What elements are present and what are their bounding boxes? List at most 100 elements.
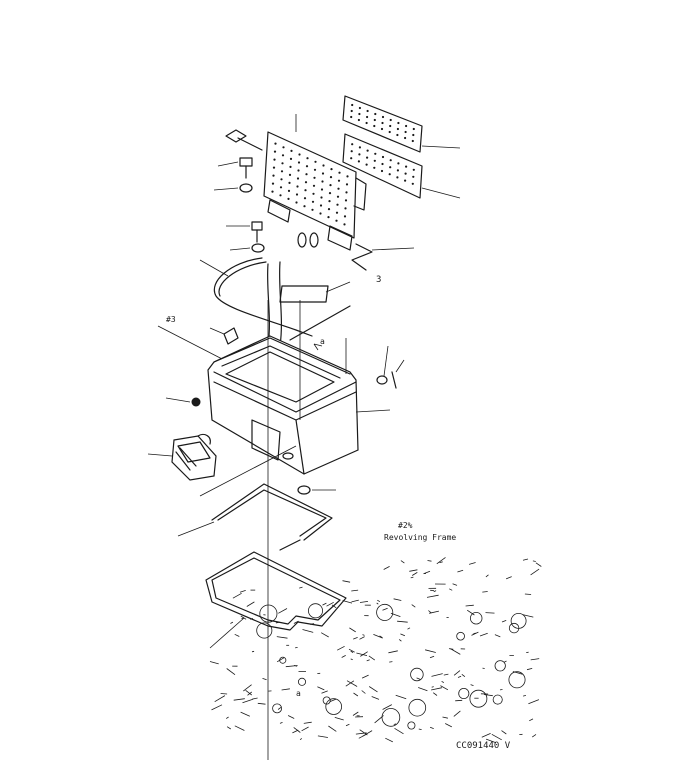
- bracket: [209, 327, 239, 345]
- leader-line: [421, 145, 461, 149]
- frame-mark: [351, 599, 359, 603]
- perforation-hole: [305, 165, 309, 168]
- frame-mark: [524, 593, 532, 595]
- box-body: [207, 335, 391, 475]
- frame-mark: [466, 609, 475, 616]
- frame-mark: [394, 727, 404, 735]
- frame-hole: [508, 671, 526, 689]
- frame-hole: [381, 708, 401, 727]
- frame-mark: [331, 604, 337, 609]
- bolt-upper: [225, 129, 263, 151]
- frame-hole: [469, 689, 488, 708]
- frame-mark: [482, 591, 488, 593]
- perforation-hole: [381, 155, 385, 159]
- perforation-hole: [404, 130, 407, 134]
- perforation-hole: [271, 182, 275, 185]
- perforation-hole: [358, 153, 361, 156]
- frame-mark: [211, 704, 223, 711]
- frame-mark: [234, 725, 245, 731]
- perforation-hole: [303, 205, 306, 208]
- frame-mark: [252, 697, 258, 700]
- gasket-frame: [177, 483, 333, 551]
- frame-mark: [457, 569, 464, 573]
- frame-mark: [439, 561, 443, 563]
- perforation-hole: [297, 161, 301, 164]
- frame-mark: [230, 621, 234, 624]
- perforation-hole: [335, 211, 339, 214]
- frame-mark: [523, 695, 526, 697]
- frame-mark: [214, 695, 226, 703]
- frame-mark: [351, 589, 359, 592]
- perforation-hole: [280, 178, 283, 181]
- perforation-hole: [404, 136, 407, 140]
- frame-mark: [383, 566, 390, 570]
- perforation-hole: [271, 190, 274, 193]
- frame-mark: [321, 632, 329, 638]
- perforation-hole: [381, 115, 385, 119]
- frame-mark: [429, 655, 435, 659]
- frame-mark: [389, 661, 393, 663]
- frame-mark: [249, 618, 254, 620]
- frame-mark: [449, 588, 453, 591]
- bolt-lower: [226, 221, 263, 243]
- frame-mark: [491, 733, 502, 741]
- frame-mark: [410, 576, 414, 579]
- frame-mark: [360, 651, 368, 657]
- perforation-hole: [337, 187, 340, 190]
- frame-mark: [245, 689, 253, 696]
- frame-mark: [349, 627, 356, 633]
- frame-mark: [432, 692, 438, 696]
- pin-right: [391, 359, 405, 389]
- perforation-hole: [327, 216, 330, 219]
- frame-mark: [379, 635, 383, 638]
- frame-mark: [317, 735, 328, 738]
- perforation-hole: [357, 118, 360, 122]
- frame-mark: [409, 569, 418, 572]
- frame-mark: [429, 726, 434, 729]
- frame-hole: [279, 656, 287, 664]
- frame-mark: [485, 574, 489, 578]
- frame-mark: [376, 602, 379, 605]
- frame-mark: [528, 699, 540, 705]
- frame-mark: [240, 711, 250, 717]
- frame-mark: [309, 623, 315, 625]
- frame-mark: [356, 652, 368, 656]
- frame-mark: [393, 598, 402, 601]
- perforation-hole: [374, 152, 377, 155]
- perforation-hole: [337, 179, 341, 182]
- perforation-hole: [305, 173, 308, 176]
- perforation-hole: [328, 192, 332, 195]
- frame-hole: [492, 694, 503, 705]
- frame-mark: [275, 621, 280, 624]
- frame-mark: [239, 590, 246, 593]
- frame-hole: [297, 677, 306, 686]
- frame-mark: [397, 620, 408, 623]
- perforation-hole: [388, 173, 391, 176]
- frame-mark: [465, 604, 474, 607]
- frame-mark: [342, 600, 353, 604]
- frame-mark: [226, 668, 236, 676]
- washer: [213, 183, 253, 193]
- frame-mark: [501, 730, 507, 735]
- perforation-hole: [312, 184, 316, 187]
- frame-mark: [302, 629, 314, 633]
- frame-mark: [322, 602, 327, 606]
- frame-mark: [501, 620, 507, 623]
- frame-mark: [398, 639, 402, 642]
- frame-mark: [407, 627, 411, 630]
- frame-hole: [407, 721, 416, 730]
- leader-line: [421, 187, 461, 199]
- perforation-hole: [272, 166, 276, 169]
- frame-mark: [393, 723, 397, 725]
- perforation-hole: [412, 127, 415, 131]
- cover-plate: [263, 114, 367, 251]
- frame-mark: [503, 660, 507, 663]
- frame-mark: [373, 634, 383, 639]
- frame-mark: [329, 698, 337, 702]
- frame-hole: [307, 603, 323, 619]
- frame-mark: [472, 632, 476, 635]
- frame-mark: [481, 733, 491, 738]
- hose: [267, 261, 282, 347]
- callout-3: 3: [376, 275, 381, 285]
- perforation-hole: [298, 153, 301, 156]
